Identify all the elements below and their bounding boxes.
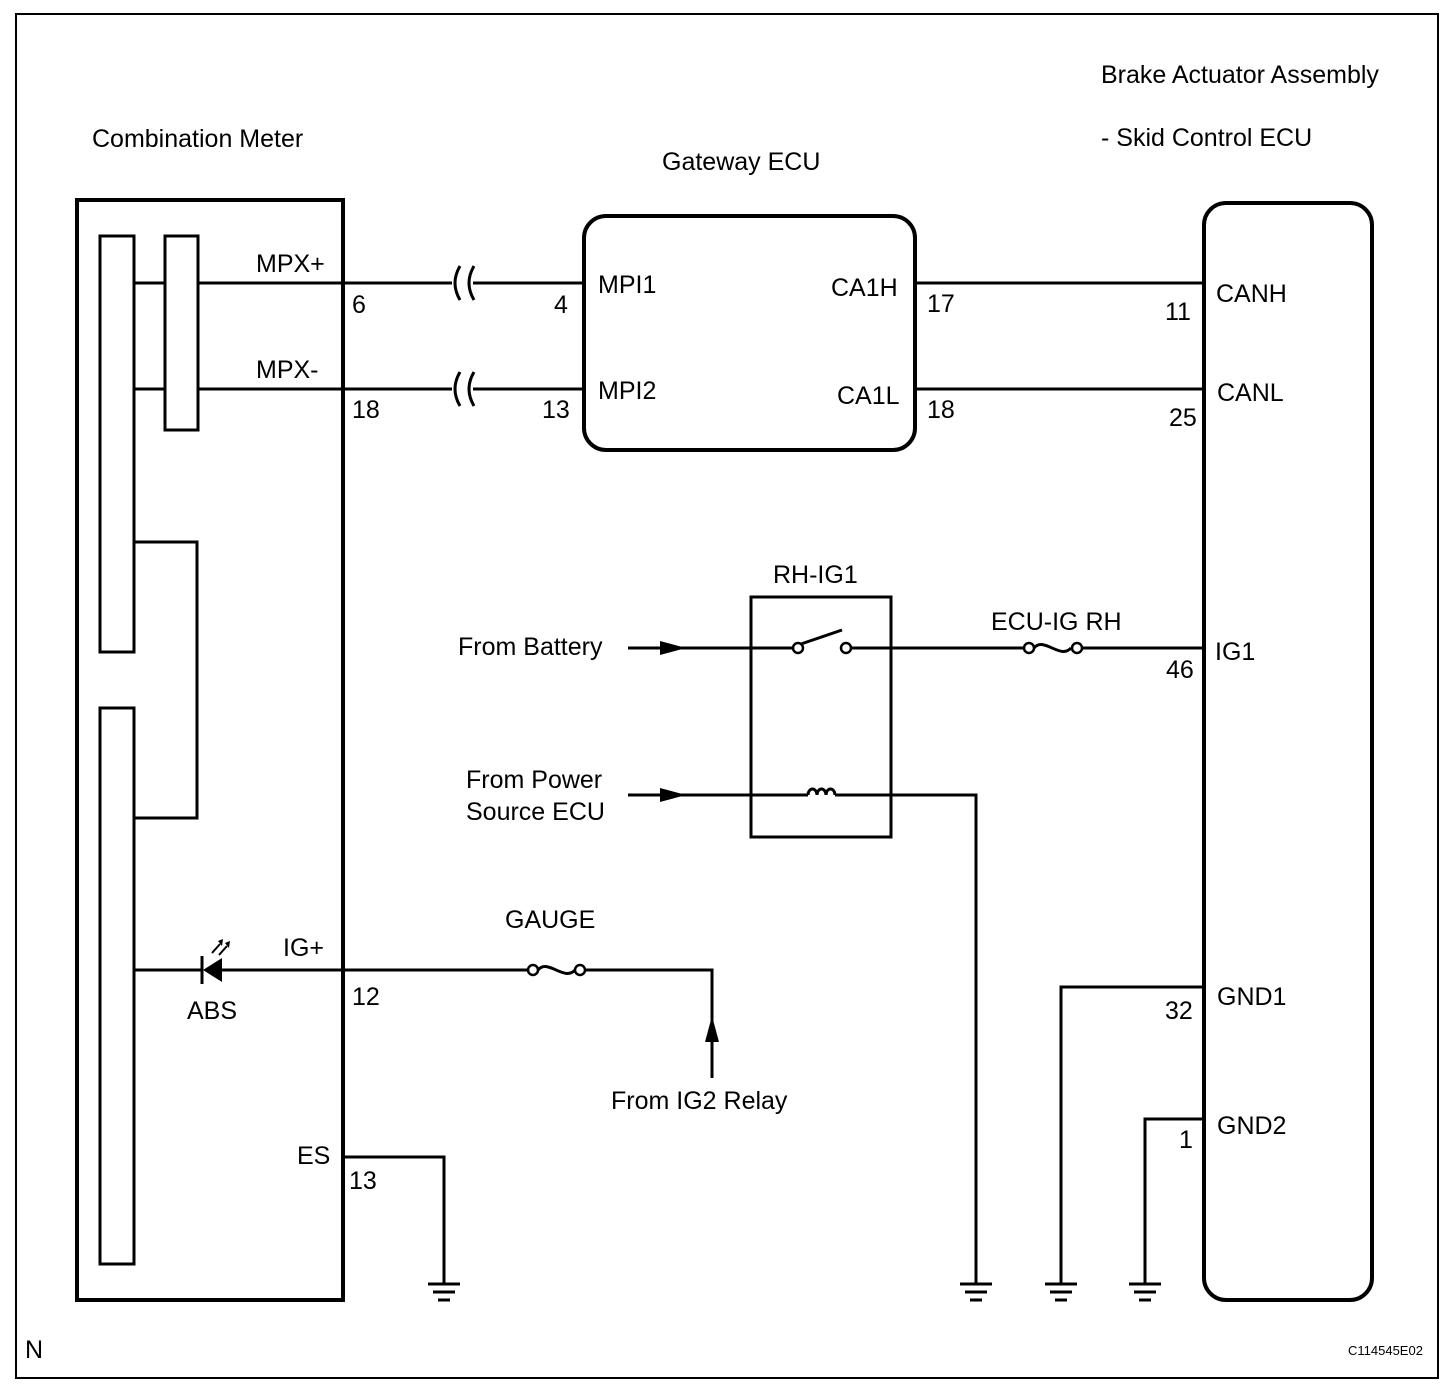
wire-ig-plus xyxy=(134,963,719,1078)
terminal-ig1: IG1 xyxy=(1215,638,1255,666)
relay-coil-icon xyxy=(806,787,837,796)
rh-ig1-relay-box xyxy=(749,595,893,839)
label-abs: ABS xyxy=(187,997,237,1025)
terminal-mpi2: MPI2 xyxy=(598,377,656,405)
arrow-right-icon xyxy=(660,641,686,655)
wire-ig1-supply xyxy=(628,641,1204,655)
pin-skid-ig1: 46 xyxy=(1166,656,1194,684)
pin-skid-gnd2: 1 xyxy=(1179,1126,1193,1154)
gateway-ecu-box xyxy=(582,214,917,452)
terminal-ca1h: CA1H xyxy=(831,274,898,302)
label-from-power-source-line1: From Power xyxy=(466,766,602,794)
label-corner-letter: N xyxy=(25,1336,43,1364)
ground-icon xyxy=(1045,1282,1077,1302)
label-gauge: GAUGE xyxy=(505,906,595,934)
pin-skid-canh: 11 xyxy=(1165,298,1191,326)
terminal-ig-plus: IG+ xyxy=(283,934,324,962)
wire-relay-coil xyxy=(628,788,978,1283)
terminal-mpx-minus: MPX- xyxy=(256,356,319,384)
pin-meter-ig-plus: 12 xyxy=(352,983,380,1011)
terminal-gnd2: GND2 xyxy=(1217,1112,1286,1140)
terminal-canh: CANH xyxy=(1216,280,1287,308)
label-rh-ig1: RH-IG1 xyxy=(773,561,858,589)
arrow-up-icon xyxy=(705,1016,719,1042)
label-ecu-ig-rh: ECU-IG RH xyxy=(991,608,1122,636)
pin-gw-mpi2: 13 xyxy=(542,396,570,424)
pin-gw-ca1l: 18 xyxy=(927,396,955,424)
pin-meter-mpx-plus: 6 xyxy=(352,291,366,319)
pin-skid-canl: 25 xyxy=(1169,404,1197,432)
fuse-ecu-ig-rh-icon xyxy=(1032,643,1073,653)
wire-mpx-plus xyxy=(198,265,584,301)
terminal-ca1l: CA1L xyxy=(837,382,900,410)
arrow-right-icon xyxy=(660,788,686,802)
meter-internal-module-lower xyxy=(98,706,136,1266)
label-brake-actuator-line1: Brake Actuator Assembly xyxy=(1101,61,1379,89)
label-gateway-ecu: Gateway ECU xyxy=(662,148,820,176)
ground-icon xyxy=(1129,1282,1161,1302)
diagram-frame xyxy=(15,13,1439,1379)
meter-communication-ic xyxy=(163,234,200,432)
label-brake-actuator-line2: - Skid Control ECU xyxy=(1101,124,1312,152)
ground-icon xyxy=(428,1282,460,1302)
label-combination-meter: Combination Meter xyxy=(92,125,303,153)
pin-meter-es: 13 xyxy=(349,1167,377,1195)
label-from-power-source-line2: Source ECU xyxy=(466,798,605,826)
terminal-es: ES xyxy=(297,1142,330,1170)
ground-icon xyxy=(960,1282,992,1302)
pin-meter-mpx-minus: 18 xyxy=(352,396,380,424)
wire-es-ground xyxy=(343,1155,446,1283)
combination-meter xyxy=(75,198,345,1302)
abs-warning-led-icon xyxy=(200,939,230,984)
rh-ig1-relay xyxy=(749,595,893,839)
pin-gw-ca1h: 17 xyxy=(927,290,955,318)
fuse-gauge-icon xyxy=(536,965,577,975)
terminal-canl: CANL xyxy=(1217,379,1284,407)
label-from-ig2-relay: From IG2 Relay xyxy=(611,1087,788,1115)
terminal-mpi1: MPI1 xyxy=(598,271,656,299)
pin-gw-mpi1: 4 xyxy=(554,291,568,319)
terminal-gnd1: GND1 xyxy=(1217,983,1286,1011)
combination-meter-box xyxy=(75,198,345,1302)
skid-control-ecu-box xyxy=(1202,201,1374,1302)
label-figure-code: C114545E02 xyxy=(1348,1343,1423,1358)
wire-mpx-minus xyxy=(198,371,584,407)
label-from-battery: From Battery xyxy=(458,633,603,661)
wire-gnd2 xyxy=(1143,1117,1204,1283)
wire-gnd1 xyxy=(1059,985,1204,1283)
meter-internal-module-upper xyxy=(98,234,136,654)
pin-skid-gnd1: 32 xyxy=(1165,997,1193,1025)
terminal-mpx-plus: MPX+ xyxy=(256,250,325,278)
